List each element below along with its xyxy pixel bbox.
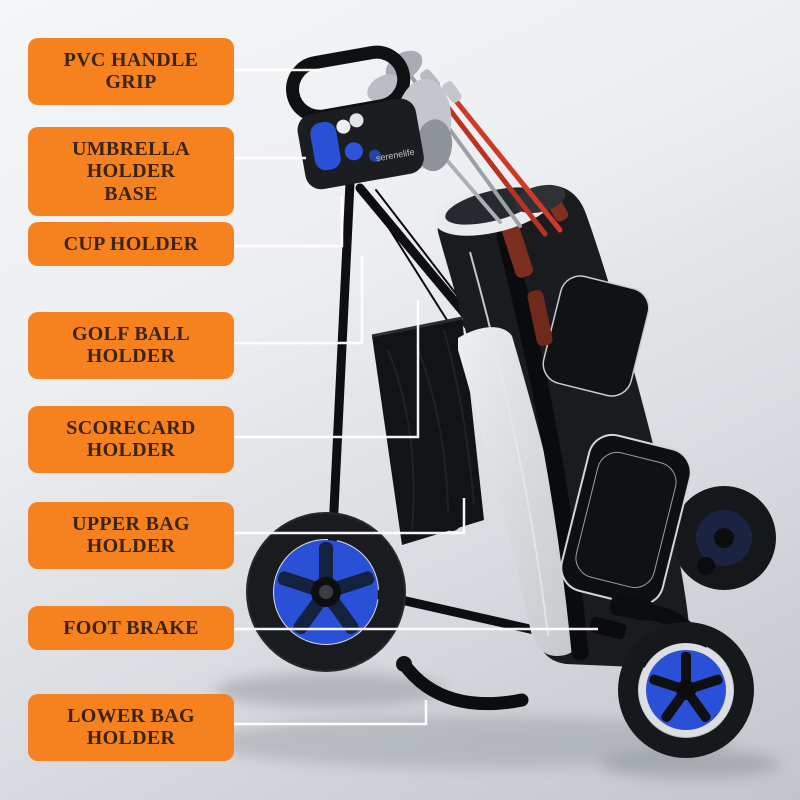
label-lower-bag-holder: LOWER BAG HOLDER: [28, 694, 234, 761]
label-golf-ball-holder: GOLF BALL HOLDER: [28, 312, 234, 379]
umbrella-holder-base: [310, 121, 341, 171]
connector-lines: [233, 68, 598, 726]
golf-bag: [434, 180, 692, 668]
lower-bag-holder: [396, 656, 529, 711]
golf-ball: [349, 113, 364, 128]
rear-wheel: [618, 622, 754, 758]
label-pvc-handle-grip: PVC HANDLE GRIP: [28, 38, 234, 105]
right-front-wheel: [672, 486, 776, 590]
label-cup-holder: CUP HOLDER: [28, 222, 234, 267]
ground-shadow: [210, 673, 780, 778]
rear-wheel-assembly: [589, 595, 754, 758]
mesh-pocket: [371, 316, 484, 545]
golf-ball: [336, 119, 351, 134]
label-upper-bag-holder: UPPER BAG HOLDER: [28, 502, 234, 569]
foot-brake: [589, 616, 627, 640]
label-foot-brake: FOOT BRAKE: [28, 606, 234, 651]
front-wheel: [246, 512, 406, 672]
label-scorecard-holder: SCORECARD HOLDER: [28, 406, 234, 473]
handle-console: serenelife: [286, 45, 453, 190]
label-umbrella-holder: UMBRELLA HOLDER BASE: [28, 127, 234, 217]
